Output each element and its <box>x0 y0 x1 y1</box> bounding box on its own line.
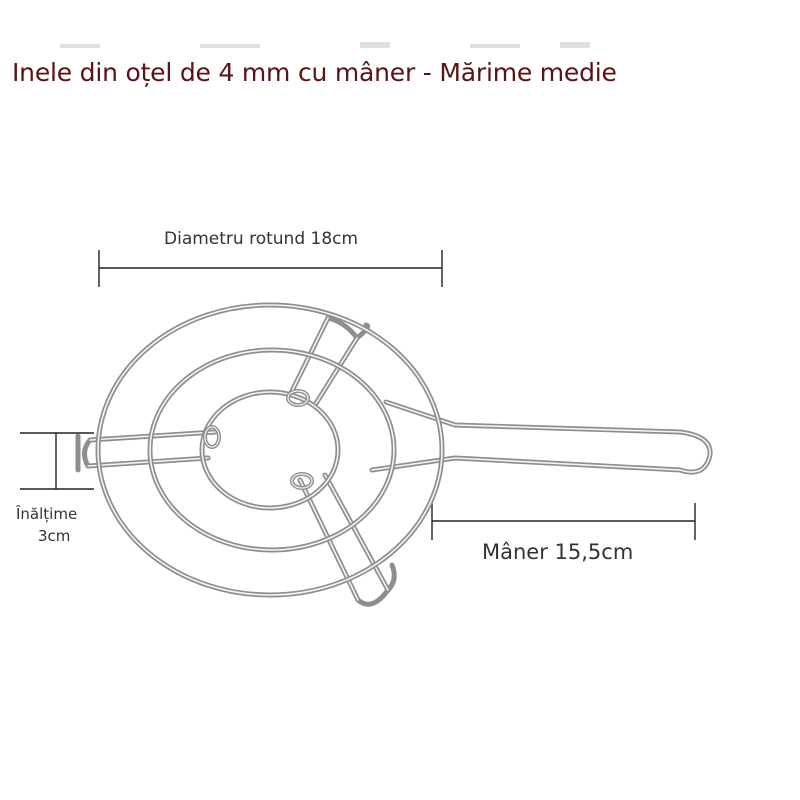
diameter-label: Diametru rotund 18cm <box>164 229 359 249</box>
height-dimension-line <box>20 432 94 490</box>
height-label-line2: 3cm <box>38 527 71 545</box>
diameter-dimension-line <box>98 250 443 287</box>
cropped-header-remnant <box>60 42 590 48</box>
height-label: Înălțime 3cm <box>16 503 96 547</box>
product-title: Inele din oțel de 4 mm cu mâner - Mărime… <box>12 58 617 87</box>
handle-dimension-line <box>431 503 696 540</box>
steel-trivet-icon <box>75 302 713 607</box>
height-label-line1: Înălțime <box>16 505 78 523</box>
handle-length-label: Mâner 15,5cm <box>482 540 634 564</box>
